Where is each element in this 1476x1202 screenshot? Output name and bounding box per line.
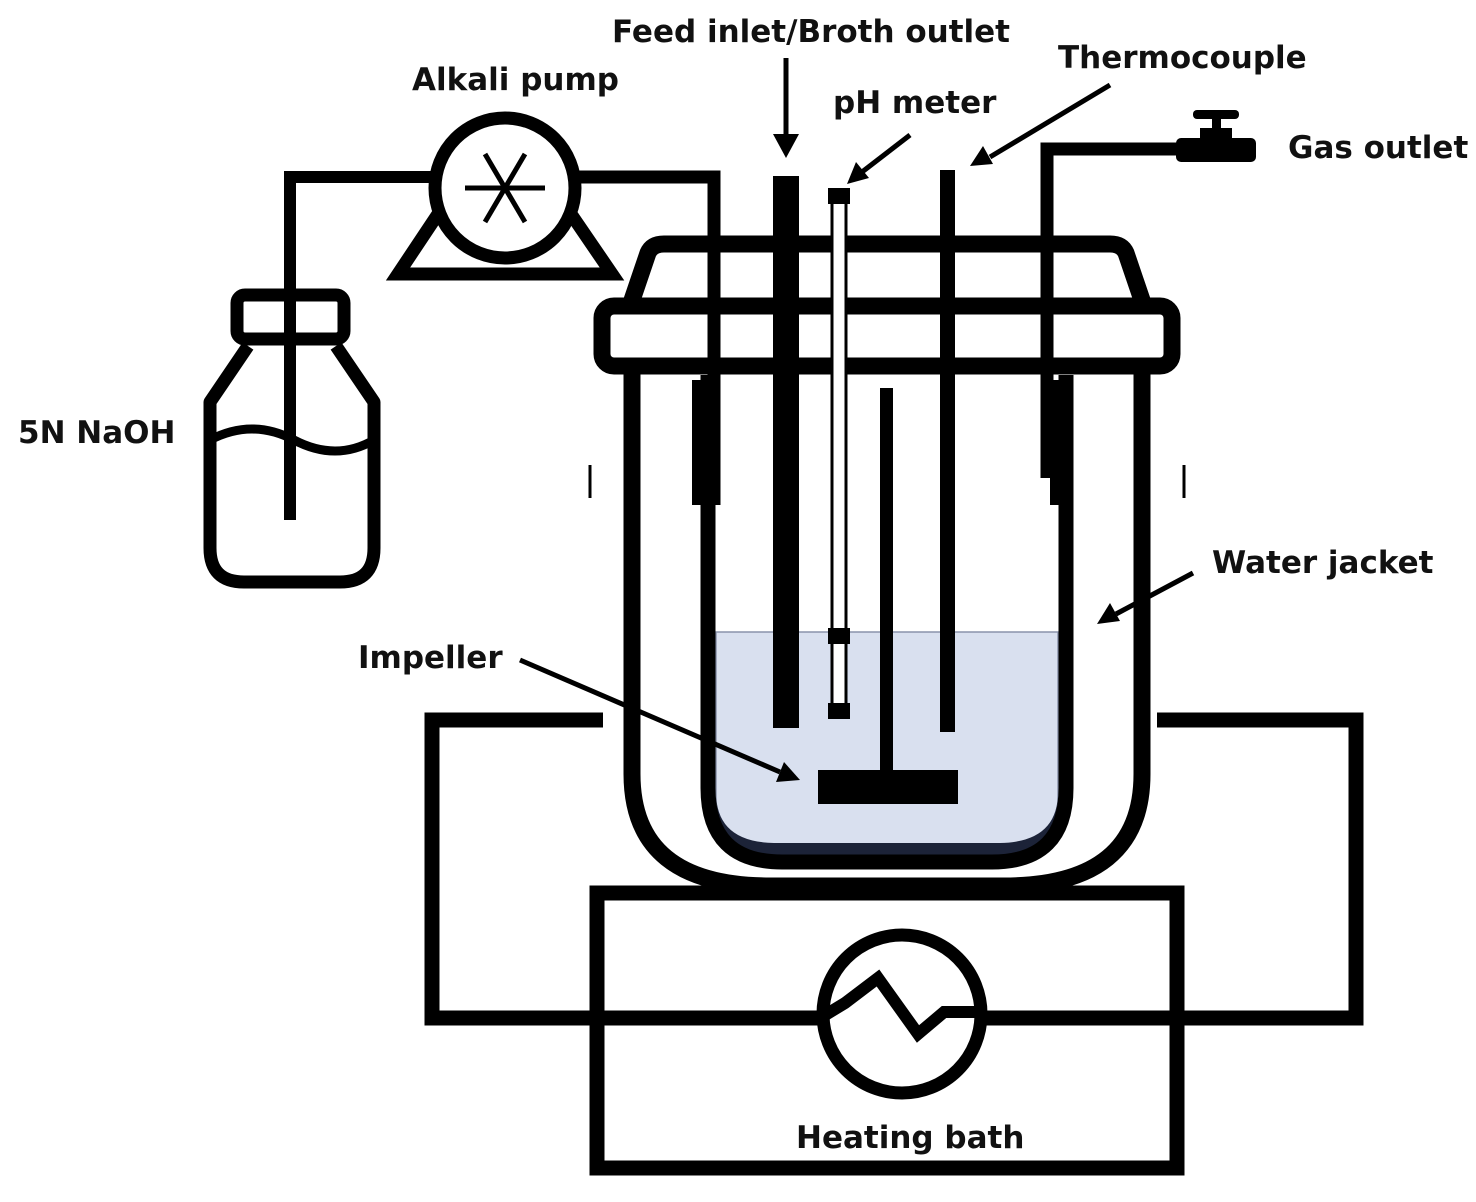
label-heating-bath: Heating bath [796,1120,1024,1156]
ph-probe [828,188,850,719]
vessel-outer-wall [623,372,1151,895]
naoh-bottle [203,288,381,589]
vessel-lid [593,235,1181,375]
label-thermocouple: Thermocouple [1058,40,1307,76]
label-naoh: 5N NaOH [18,415,175,451]
label-water-jacket: Water jacket [1212,545,1434,581]
pointer-arrows [519,58,1195,782]
label-gas-outlet: Gas outlet [1288,130,1468,166]
label-ph-meter: pH meter [833,85,997,121]
label-impeller: Impeller [358,640,503,676]
label-alkali-pump: Alkali pump [412,62,619,98]
alkali-pump-icon [385,111,625,281]
thermocouple-rod [940,170,955,732]
jacket-circulation-loop [424,712,1364,1026]
label-feed-inlet: Feed inlet/Broth outlet [612,14,1010,50]
feed-pipe [773,176,799,728]
vessel-inner-wall [700,375,1074,870]
gas-valve-icon [1176,110,1256,162]
heating-coil-icon [818,969,983,1043]
impeller-assembly [818,388,958,804]
